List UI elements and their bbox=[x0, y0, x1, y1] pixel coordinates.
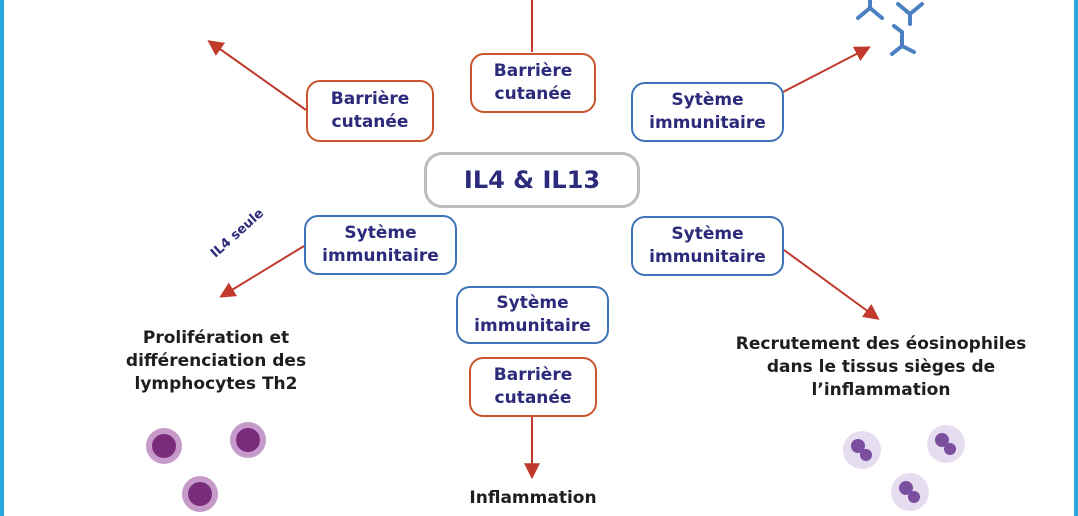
outcome-line-1: Inflammation bbox=[469, 488, 597, 508]
box-line-2: cutanée bbox=[494, 84, 572, 104]
center-box-il4-il13: IL4 & IL13 bbox=[424, 152, 640, 208]
outcome-line-3: lymphocytes Th2 bbox=[134, 374, 298, 394]
box-line-1: Barrière bbox=[493, 61, 573, 81]
box-line-2: cutanée bbox=[331, 112, 409, 132]
outcome-bottom: Inflammation bbox=[440, 487, 626, 510]
arrow-mid-right bbox=[783, 249, 880, 320]
box-line-1: Barrière bbox=[493, 365, 573, 385]
box-line-1: Barrière bbox=[330, 89, 410, 109]
antibody-icon bbox=[856, 0, 924, 56]
outcome-line-2: dans le tissus sièges de bbox=[766, 357, 996, 377]
box-line-2: immunitaire bbox=[649, 247, 766, 267]
barrier-box-top-center: Barrière cutanée bbox=[470, 53, 596, 113]
box-line-1: Sytème bbox=[496, 293, 569, 313]
arrow-top-left bbox=[207, 40, 307, 111]
immune-box-mid-right: Sytème immunitaire bbox=[631, 216, 784, 276]
box-line-2: immunitaire bbox=[649, 113, 766, 133]
outcome-line-1: Recrutement des éosinophiles bbox=[735, 334, 1027, 354]
frame-border-right bbox=[1074, 0, 1078, 516]
frame-border-left bbox=[0, 0, 4, 516]
lymphocyte-cells-icon bbox=[146, 422, 266, 512]
outcome-line-1: Prolifération et bbox=[142, 328, 290, 348]
box-line-2: immunitaire bbox=[474, 316, 591, 336]
outcome-right: Recrutement des éosinophiles dans le tis… bbox=[714, 333, 1048, 402]
eosinophil-cells-icon bbox=[843, 425, 965, 511]
box-line-1: Sytème bbox=[671, 90, 744, 110]
arrow-top-right bbox=[782, 46, 871, 93]
immune-box-mid-left: Sytème immunitaire bbox=[304, 215, 457, 275]
box-line-1: Sytème bbox=[671, 224, 744, 244]
arrow-mid-left bbox=[219, 245, 305, 298]
barrier-box-top-left: Barrière cutanée bbox=[306, 80, 434, 142]
center-label: IL4 & IL13 bbox=[463, 165, 601, 194]
immune-box-top-right: Sytème immunitaire bbox=[631, 82, 784, 142]
box-line-1: Sytème bbox=[344, 223, 417, 243]
outcome-left: Prolifération et différenciation des lym… bbox=[100, 327, 332, 396]
outcome-line-3: l’inflammation bbox=[811, 380, 951, 400]
immune-box-lower-center: Sytème immunitaire bbox=[456, 286, 609, 344]
box-line-2: cutanée bbox=[494, 388, 572, 408]
box-line-2: immunitaire bbox=[322, 246, 439, 266]
outcome-line-2: différenciation des bbox=[125, 351, 307, 371]
barrier-box-bottom-center: Barrière cutanée bbox=[469, 357, 597, 417]
